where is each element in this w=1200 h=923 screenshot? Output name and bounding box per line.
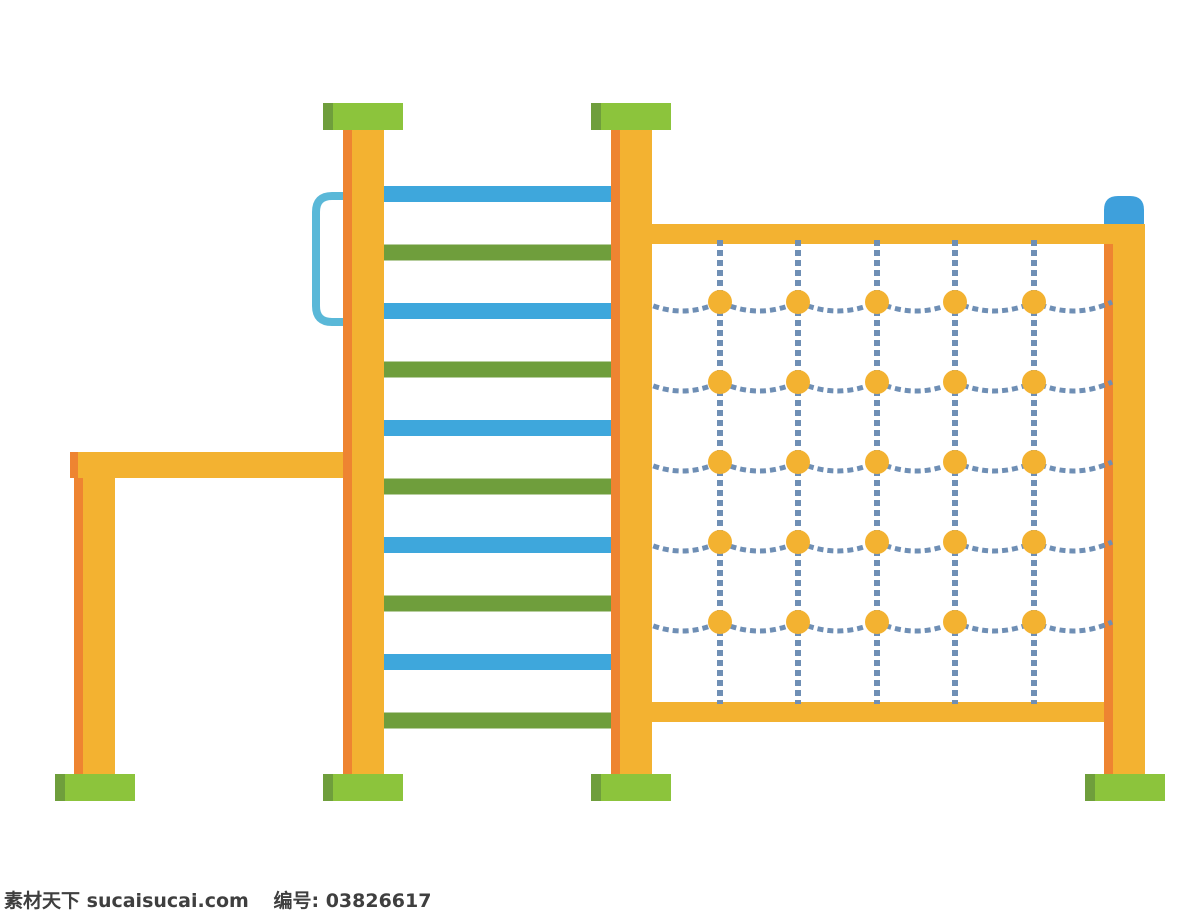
net-knot	[943, 290, 967, 314]
net-knot	[708, 370, 732, 394]
net-knot	[1022, 450, 1046, 474]
watermark-id-value: 03826617	[325, 890, 432, 912]
net-top-bar	[648, 224, 1128, 244]
net-knot	[943, 530, 967, 554]
ladder-rung	[380, 361, 616, 378]
net-knot	[708, 290, 732, 314]
net-knot	[786, 530, 810, 554]
net-knot	[865, 530, 889, 554]
ladder-rung	[380, 244, 616, 261]
bench-foot-base	[55, 774, 135, 801]
bench-top-bar-shadow	[70, 452, 78, 478]
post-foot-base	[1085, 774, 1165, 801]
net-knot	[786, 450, 810, 474]
net-knot	[943, 370, 967, 394]
bench-top-bar	[70, 452, 352, 478]
grab-handle	[312, 192, 344, 326]
bench-foot-base-shadow	[55, 774, 65, 801]
watermark-id-label: 编号:	[273, 890, 320, 912]
bench-leg-shadow	[74, 478, 83, 776]
net-knot	[865, 610, 889, 634]
rope-net	[642, 240, 1114, 704]
net-knot	[1022, 610, 1046, 634]
net-bottom-bar	[648, 702, 1128, 722]
ladder-rung	[380, 537, 616, 553]
net-knot	[786, 290, 810, 314]
climbing-net-frame	[648, 196, 1165, 801]
net-knot	[708, 530, 732, 554]
side-bench-frame	[55, 452, 352, 801]
net-knot	[1022, 370, 1046, 394]
net-knot	[943, 450, 967, 474]
ladder-right-post	[591, 103, 671, 801]
post-top-cap	[591, 103, 671, 130]
net-knot	[1022, 530, 1046, 554]
top-ball-icon	[1104, 196, 1144, 224]
ladder-rung	[380, 420, 616, 436]
net-knot	[708, 450, 732, 474]
ladder-rung	[380, 712, 616, 729]
ladder-rung	[380, 186, 616, 202]
watermark-site-label: 素材天下	[4, 890, 81, 912]
post-foot-base	[591, 774, 671, 801]
ladder-rung	[380, 303, 616, 319]
ladder-left-post	[323, 103, 403, 801]
ladder-rungs	[380, 186, 616, 729]
net-knot	[943, 610, 967, 634]
ladder-rung	[380, 478, 616, 495]
net-knot	[865, 450, 889, 474]
net-knot	[786, 610, 810, 634]
net-knot	[865, 370, 889, 394]
net-knot	[708, 610, 732, 634]
ladder-rung	[380, 595, 616, 612]
net-knot	[786, 370, 810, 394]
post-top-cap	[323, 103, 403, 130]
post-foot-base	[323, 774, 403, 801]
watermark: 素材天下 sucaisucai.com 编号: 03826617	[4, 886, 431, 916]
net-knot	[865, 290, 889, 314]
watermark-site-url: sucaisucai.com	[86, 890, 249, 912]
net-knot	[1022, 290, 1046, 314]
ladder-rung	[380, 654, 616, 670]
